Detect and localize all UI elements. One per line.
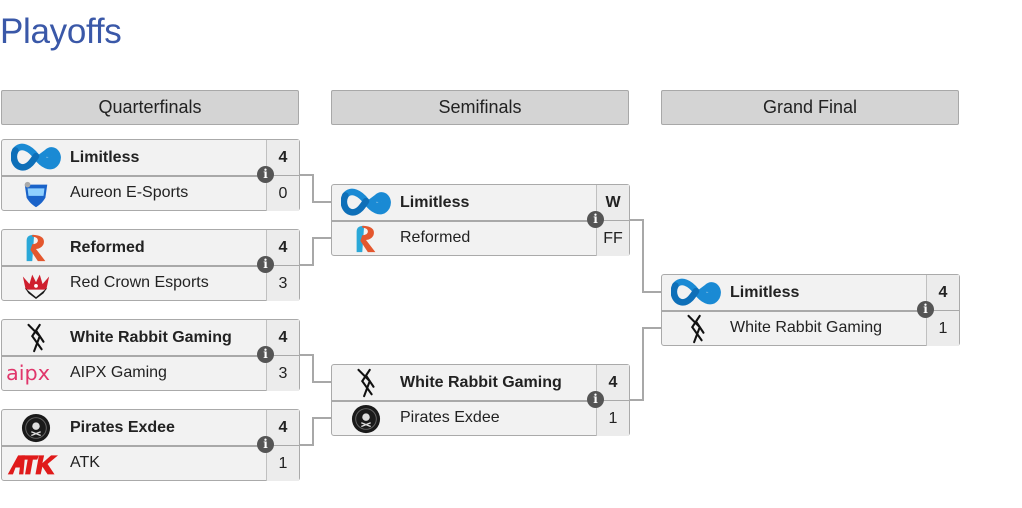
team-score: FF [596, 221, 629, 256]
reformed-logo-icon [10, 232, 62, 264]
white-rabbit-logo-icon [340, 367, 392, 399]
team-name[interactable]: AIPX Gaming [70, 364, 167, 381]
match-team-row[interactable]: Limitless 4 [2, 140, 299, 177]
match-grand-final[interactable]: Limitless 4 White Rabbit Gaming 1 [661, 274, 960, 346]
white-rabbit-logo-icon [10, 322, 62, 354]
pirates-logo-icon [10, 412, 62, 444]
match-team-row[interactable]: Reformed 4 [2, 230, 299, 267]
team-name[interactable]: White Rabbit Gaming [730, 319, 883, 336]
connector [312, 237, 331, 239]
match-semifinal-2[interactable]: White Rabbit Gaming 4 Pirates Exdee 1 [331, 364, 630, 436]
match-quarterfinal-3[interactable]: White Rabbit Gaming 4 AIPX Gaming 3 [1, 319, 300, 391]
match-info-icon[interactable]: i [587, 211, 604, 228]
connector [642, 327, 644, 401]
team-name[interactable]: Limitless [400, 194, 470, 211]
team-score: 1 [926, 311, 959, 346]
round-header-semifinals: Semifinals [331, 90, 629, 125]
match-quarterfinal-4[interactable]: Pirates Exdee 4 ATK 1 [1, 409, 300, 481]
match-semifinal-1[interactable]: Limitless W Reformed FF [331, 184, 630, 256]
connector [299, 174, 314, 176]
team-name[interactable]: Pirates Exdee [400, 409, 500, 426]
limitless-logo-icon [10, 142, 62, 174]
pirates-logo-icon [340, 403, 392, 435]
connector [642, 327, 661, 329]
team-name[interactable]: ATK [70, 454, 100, 471]
team-name[interactable]: White Rabbit Gaming [400, 374, 562, 391]
white-rabbit-logo-icon [670, 313, 722, 345]
connector [642, 219, 644, 293]
team-score: 4 [596, 365, 629, 400]
match-team-row[interactable]: Reformed FF [332, 221, 629, 256]
connector [312, 354, 314, 383]
connector [312, 174, 314, 203]
match-info-icon[interactable]: i [257, 346, 274, 363]
connector [312, 201, 331, 203]
match-info-icon[interactable]: i [257, 256, 274, 273]
match-team-row[interactable]: White Rabbit Gaming 4 [332, 365, 629, 402]
connector [312, 417, 331, 419]
match-team-row[interactable]: Pirates Exdee 4 [2, 410, 299, 447]
match-team-row[interactable]: Limitless 4 [662, 275, 959, 312]
match-team-row[interactable]: Aureon E-Sports 0 [2, 176, 299, 211]
connector [299, 444, 314, 446]
team-name[interactable]: Reformed [70, 239, 145, 256]
match-team-row[interactable]: White Rabbit Gaming 1 [662, 311, 959, 346]
team-score: 1 [596, 401, 629, 436]
match-info-icon[interactable]: i [917, 301, 934, 318]
match-team-row[interactable]: ATK 1 [2, 446, 299, 481]
match-team-row[interactable]: Limitless W [332, 185, 629, 222]
team-score: 1 [266, 446, 299, 481]
page-title: Playoffs [0, 12, 122, 51]
limitless-logo-icon [670, 277, 722, 309]
match-quarterfinal-1[interactable]: Limitless 4 Aureon E-Sports 0 [1, 139, 300, 211]
connector [299, 264, 314, 266]
round-header-quarterfinals: Quarterfinals [1, 90, 299, 125]
team-name[interactable]: Red Crown Esports [70, 274, 209, 291]
limitless-logo-icon [340, 187, 392, 219]
match-team-row[interactable]: Red Crown Esports 3 [2, 266, 299, 301]
match-quarterfinal-2[interactable]: Reformed 4 Red Crown Esports 3 [1, 229, 300, 301]
reformed-logo-icon [340, 223, 392, 255]
red-crown-logo-icon [10, 268, 62, 300]
connector [312, 381, 331, 383]
team-score: 4 [266, 140, 299, 175]
match-info-icon[interactable]: i [257, 166, 274, 183]
team-score: 0 [266, 176, 299, 211]
connector [312, 237, 314, 266]
team-name[interactable]: Reformed [400, 229, 471, 246]
round-header-grand-final: Grand Final [661, 90, 959, 125]
team-score: 3 [266, 266, 299, 301]
team-name[interactable]: White Rabbit Gaming [70, 329, 232, 346]
connector [312, 417, 314, 446]
connector [642, 291, 661, 293]
aureon-logo-icon [10, 178, 62, 210]
match-team-row[interactable]: AIPX Gaming 3 [2, 356, 299, 391]
connector [629, 399, 644, 401]
connector [629, 219, 644, 221]
team-name[interactable]: Aureon E-Sports [70, 184, 189, 201]
match-team-row[interactable]: White Rabbit Gaming 4 [2, 320, 299, 357]
team-name[interactable]: Limitless [730, 284, 800, 301]
aipx-logo-icon [6, 358, 58, 390]
match-info-icon[interactable]: i [257, 436, 274, 453]
team-name[interactable]: Limitless [70, 149, 140, 166]
match-team-row[interactable]: Pirates Exdee 1 [332, 401, 629, 436]
team-score: 3 [266, 356, 299, 391]
match-info-icon[interactable]: i [587, 391, 604, 408]
connector [299, 354, 314, 356]
atk-logo-icon [6, 448, 58, 480]
team-name[interactable]: Pirates Exdee [70, 419, 175, 436]
